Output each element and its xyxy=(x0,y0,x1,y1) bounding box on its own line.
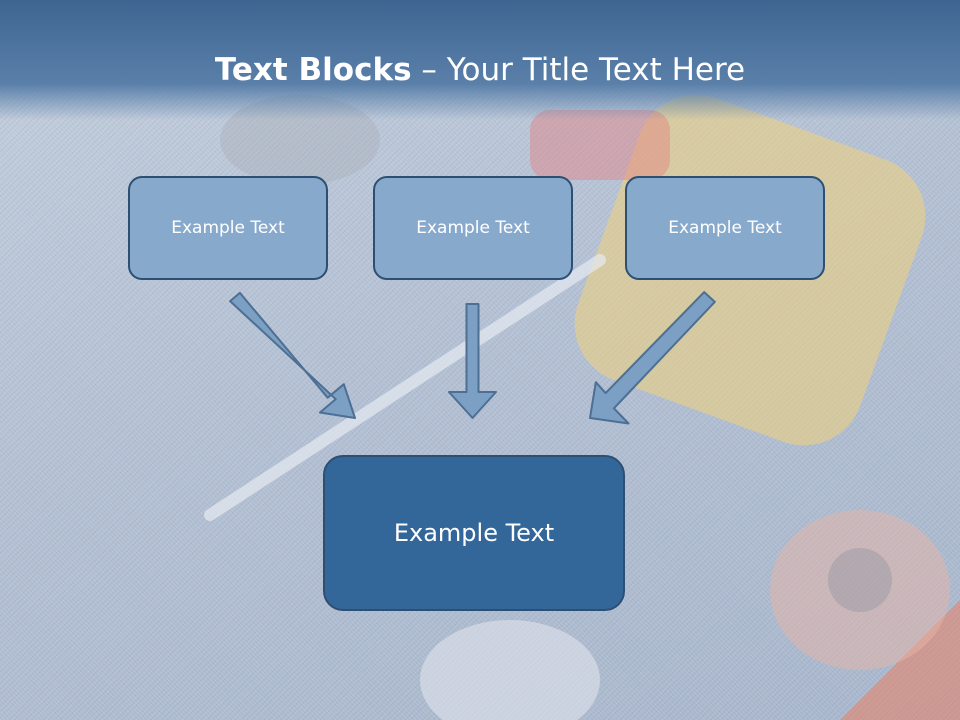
arrow-down-icon xyxy=(448,303,497,419)
text-block-1-label: Example Text xyxy=(171,218,285,238)
title-separator: – xyxy=(411,52,447,88)
arrow-down-left-icon xyxy=(589,291,716,425)
title-bold: Text Blocks xyxy=(214,52,412,88)
title-band xyxy=(0,0,960,120)
title-rest: Your Title Text Here xyxy=(446,52,746,88)
text-block-2-label: Example Text xyxy=(416,218,530,238)
slide-title: Text Blocks – Your Title Text Here xyxy=(0,52,960,88)
result-block[interactable]: Example Text xyxy=(323,455,625,611)
seam-ripper-shape xyxy=(204,254,606,521)
arrow-down-right-icon xyxy=(229,291,356,419)
text-block-1[interactable]: Example Text xyxy=(128,176,328,280)
bottom-bobbin-shape xyxy=(420,620,600,720)
bobbin-center-shape xyxy=(828,548,892,612)
text-block-3-label: Example Text xyxy=(668,218,782,238)
text-block-2[interactable]: Example Text xyxy=(373,176,573,280)
result-block-label: Example Text xyxy=(393,519,555,547)
text-block-3[interactable]: Example Text xyxy=(625,176,825,280)
red-spool-shape xyxy=(530,110,670,180)
